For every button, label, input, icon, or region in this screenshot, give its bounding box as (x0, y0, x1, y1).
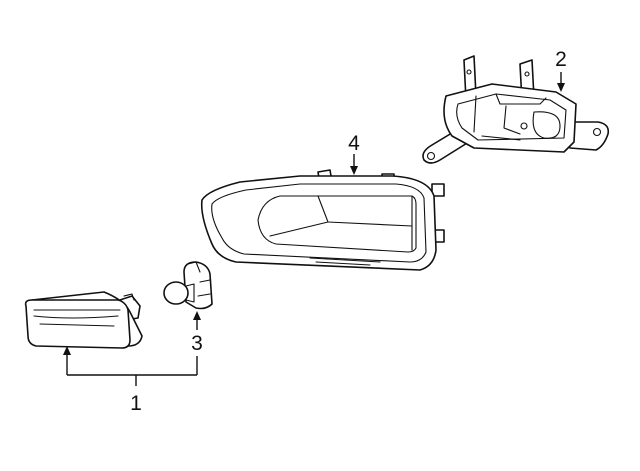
callout-2: 2 (555, 48, 567, 71)
callout-4: 4 (348, 132, 360, 155)
fog-lamp-bulb (163, 261, 213, 310)
callout-leaders (63, 72, 565, 386)
callout-3: 3 (191, 332, 203, 355)
callout-1: 1 (130, 392, 142, 415)
fog-lamp-assembly (24, 291, 143, 349)
fog-lamp-bracket (422, 55, 610, 164)
fog-lamp-bezel (200, 169, 445, 271)
